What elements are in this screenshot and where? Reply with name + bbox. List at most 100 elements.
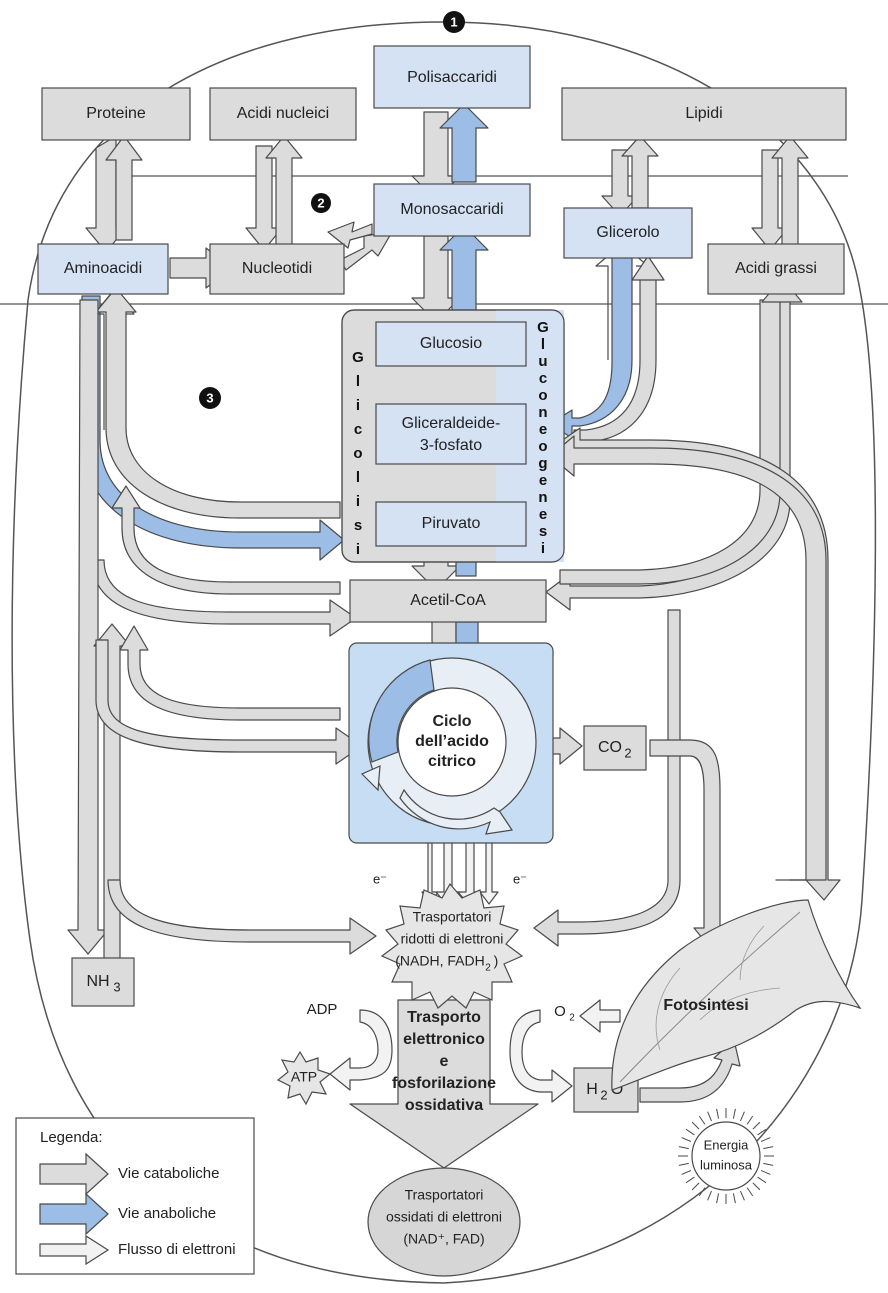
arrow-monosaccaridi-polisaccaridi — [439, 103, 489, 183]
svg-text:n: n — [538, 404, 547, 421]
sun-ray — [763, 1162, 774, 1166]
arrow-o2-h2o — [509, 1009, 573, 1103]
sun-icon: Energia luminosa — [678, 1108, 774, 1204]
electron-label-right: e⁻ — [513, 871, 527, 886]
svg-text:NH: NH — [86, 973, 109, 990]
svg-text:Monosaccaridi: Monosaccaridi — [400, 201, 503, 218]
svg-text:i: i — [356, 397, 360, 414]
box-piruvato: Piruvato — [375, 501, 527, 547]
svg-text:G: G — [537, 319, 549, 336]
svg-text:o: o — [353, 445, 362, 462]
sun-ray — [740, 1190, 745, 1201]
cell-outline — [11, 21, 877, 1284]
svg-text:s: s — [539, 523, 547, 540]
svg-text:ossidati di elettroni: ossidati di elettroni — [386, 1209, 502, 1225]
box-glicerolo: Glicerolo — [563, 207, 693, 259]
svg-text:2: 2 — [624, 745, 631, 760]
arrow-left-reduced — [107, 879, 377, 955]
arrow-to-nh3 — [67, 299, 109, 955]
sun-ray — [760, 1137, 771, 1142]
svg-text:e: e — [440, 1053, 449, 1070]
svg-text:i: i — [356, 493, 360, 510]
svg-text:elettronico: elettronico — [403, 1031, 485, 1048]
svg-text:Legenda:: Legenda: — [40, 1129, 103, 1146]
legend-catabolic-swatch — [39, 1152, 109, 1196]
svg-text:dell’acido: dell’acido — [415, 733, 489, 750]
svg-text:ridotti di elettroni: ridotti di elettroni — [401, 931, 504, 947]
sun-ray — [740, 1111, 745, 1122]
box-polisaccaridi: Polisaccaridi — [373, 45, 531, 109]
arrow-acidigrassi-lipidi — [771, 135, 809, 249]
svg-text:3-fosfato: 3-fosfato — [420, 437, 482, 454]
arrow-acetilcoa-aminoacidi — [111, 485, 341, 595]
legend-anabolic-swatch — [39, 1192, 109, 1236]
svg-text:l: l — [356, 469, 360, 486]
svg-text:e: e — [539, 421, 547, 438]
arrow-adp-atp — [329, 1009, 393, 1091]
box-monosaccaridi: Monosaccaridi — [373, 183, 531, 237]
svg-text:3: 3 — [113, 979, 120, 994]
sun-ray — [691, 1121, 700, 1130]
sun-ray — [685, 1128, 695, 1136]
atp-burst: ATP — [276, 1050, 332, 1106]
box-proteine: Proteine — [41, 87, 191, 141]
sun-ray — [746, 1187, 754, 1197]
svg-text:1: 1 — [450, 14, 457, 29]
oxidized-carriers: Trasportatori ossidati di elettroni (NAD… — [367, 1167, 521, 1277]
box-acidi-grassi: Acidi grassi — [707, 243, 845, 295]
svg-text:c: c — [539, 370, 547, 387]
sun-ray — [707, 1111, 712, 1122]
sun-ray — [746, 1115, 754, 1125]
svg-text:o: o — [538, 387, 547, 404]
sun-ray — [757, 1176, 767, 1184]
svg-text:2: 2 — [317, 195, 324, 210]
citric-cycle-ring: Ciclo dell’acido citrico — [360, 657, 537, 835]
arrow-co2-fotosintesi — [649, 739, 731, 951]
svg-text:2: 2 — [569, 1013, 575, 1024]
sun-ray — [732, 1108, 736, 1119]
arrow-acidinucleici-nucleotidi — [245, 145, 283, 251]
sun-ray — [678, 1146, 689, 1150]
svg-text:Vie anaboliche: Vie anaboliche — [118, 1205, 216, 1222]
svg-text:Flusso di elettroni: Flusso di elettroni — [118, 1241, 236, 1258]
marker-1: 1 — [443, 11, 465, 33]
svg-text:e: e — [539, 506, 547, 523]
svg-text:Acetil-CoA: Acetil-CoA — [410, 592, 486, 609]
svg-text:g: g — [538, 455, 547, 472]
svg-text:Vie cataboliche: Vie cataboliche — [118, 1165, 219, 1182]
arrow-monosaccaridi-nucleotidi — [327, 221, 373, 249]
marker-2: 2 — [311, 193, 331, 213]
arrow-cycle-left — [119, 625, 341, 721]
arrow-aminoacidi-proteine — [105, 135, 143, 241]
sun-ray — [698, 1187, 706, 1197]
svg-text:l: l — [541, 336, 545, 353]
arrow-aminoacidi-acetilcoa — [91, 559, 357, 637]
svg-text:Trasporto: Trasporto — [407, 1009, 481, 1026]
arrow-nucleotidi-monosaccaridi — [339, 231, 393, 271]
sun-ray — [752, 1182, 761, 1191]
svg-text:Proteine: Proteine — [86, 105, 146, 122]
svg-text:Trasportatori: Trasportatori — [405, 1187, 484, 1203]
svg-text:c: c — [354, 421, 362, 438]
svg-text:3: 3 — [206, 390, 213, 405]
legend-electron-swatch — [39, 1234, 110, 1266]
arrow-h2o-fotosintesi — [639, 1039, 741, 1103]
sun-ray — [678, 1162, 689, 1166]
arrow-glicerolo-gliceraldeide — [549, 251, 633, 439]
svg-text:2: 2 — [600, 1087, 607, 1102]
electron-transport-label: Trasporto elettronico e fosforilazione o… — [392, 1009, 496, 1114]
svg-text:n: n — [538, 489, 547, 506]
svg-text:luminosa: luminosa — [700, 1157, 753, 1172]
arrow-fotosintesi-o2 — [579, 999, 621, 1033]
sun-ray — [698, 1115, 706, 1125]
arrow-glicerolo-up-head — [631, 255, 665, 281]
svg-text:Trasportatori: Trasportatori — [413, 909, 492, 925]
sun-ray — [763, 1146, 774, 1150]
svg-text:Nucleotidi: Nucleotidi — [242, 260, 312, 277]
svg-text:Acidi grassi: Acidi grassi — [735, 260, 817, 277]
svg-text:(NADH, FADH: (NADH, FADH — [395, 953, 484, 969]
sun-ray — [716, 1108, 720, 1119]
box-nucleotidi: Nucleotidi — [209, 243, 345, 295]
svg-text:Glucosio: Glucosio — [420, 335, 482, 352]
sun-ray — [752, 1121, 761, 1130]
